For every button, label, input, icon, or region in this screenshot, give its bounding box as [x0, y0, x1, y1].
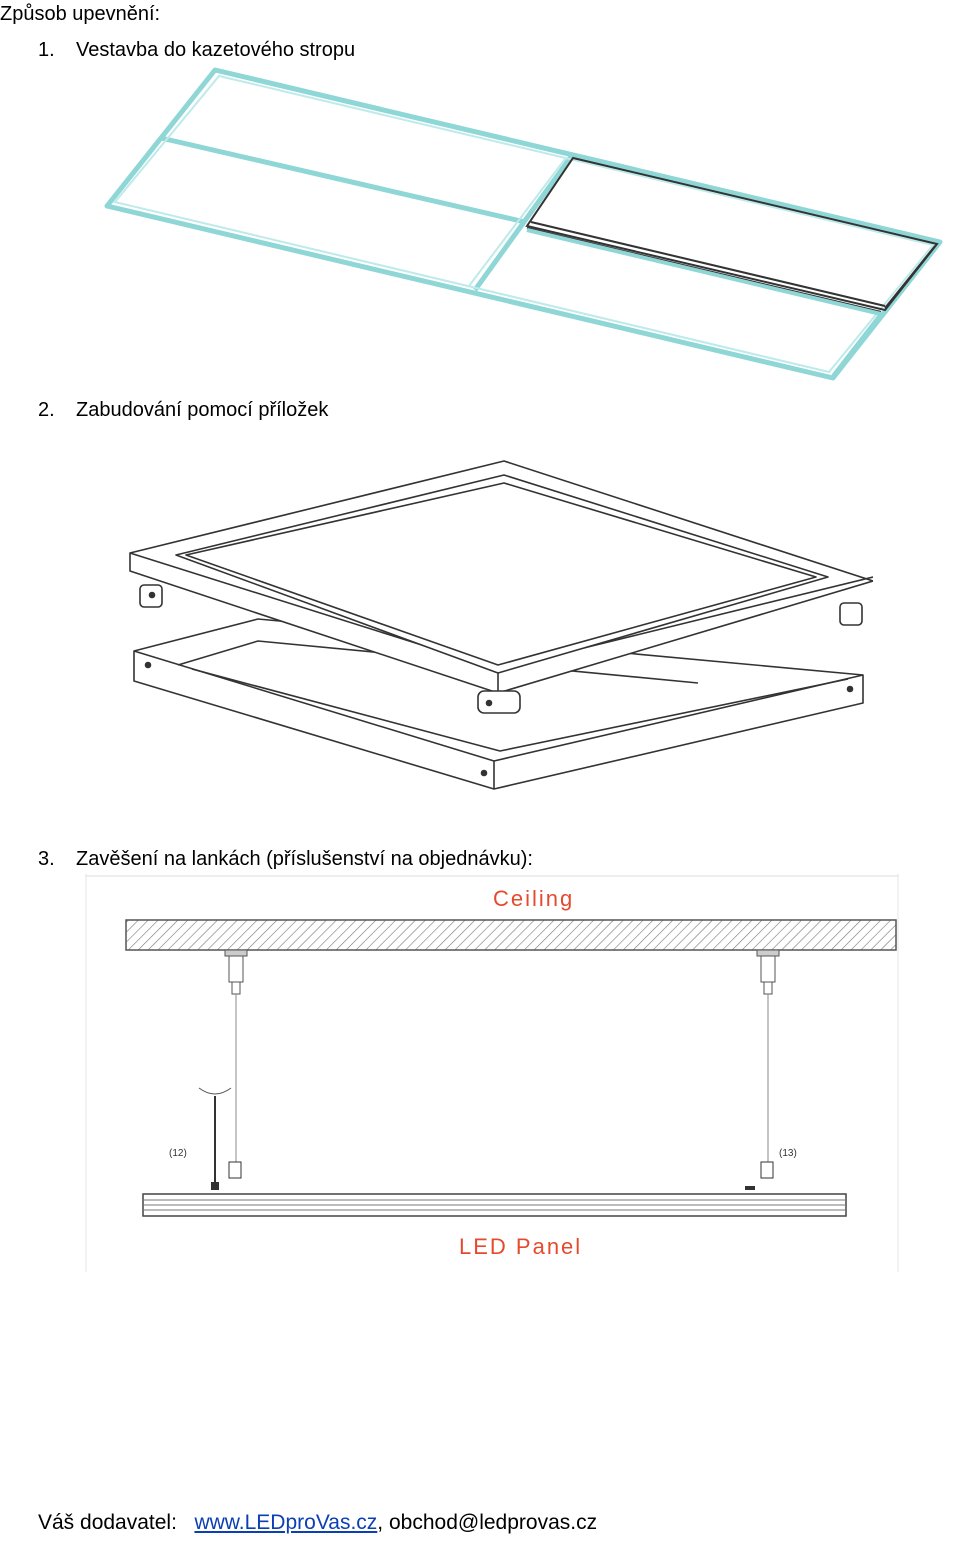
- footer-separator: ,: [377, 1511, 384, 1534]
- figure-surface-mount-frame: [129, 460, 873, 790]
- list-item-text: Vestavba do kazetového stropu: [76, 39, 356, 61]
- figure-cable-suspension: Ceiling LED Panel (12) (13): [85, 874, 899, 1272]
- email-text[interactable]: obchod@ledprovas.cz: [388, 1511, 598, 1534]
- ceiling-label: Ceiling: [493, 886, 575, 911]
- figure-grid-ceiling: [104, 67, 943, 381]
- callout-13: (13): [779, 1148, 797, 1159]
- list-item-text: Zavěšení na lankách (příslušenství na ob…: [76, 848, 533, 870]
- footer-label: Váš dodavatel:: [38, 1511, 177, 1534]
- panel-label: LED Panel: [459, 1234, 583, 1259]
- callout-12: (12): [169, 1148, 187, 1159]
- suspension-drawing: [85, 874, 899, 1272]
- list-item-3: 3. Zavěšení na lankách (příslušenství na …: [38, 847, 533, 871]
- website-link[interactable]: www.LEDproVas.cz: [194, 1511, 378, 1534]
- footer: Váš dodavatel: www.LEDproVas.cz, obchod@…: [38, 1511, 597, 1535]
- list-item-2: 2. Zabudování pomocí příložek: [38, 398, 328, 422]
- list-item-number: 2.: [38, 399, 55, 421]
- list-item-number: 3.: [38, 848, 55, 870]
- list-item-number: 1.: [38, 39, 55, 61]
- list-item-text: Zabudování pomocí příložek: [76, 399, 329, 421]
- section-heading: Způsob upevnění:: [0, 3, 161, 25]
- list-item-1: 1. Vestavba do kazetového stropu: [38, 38, 355, 62]
